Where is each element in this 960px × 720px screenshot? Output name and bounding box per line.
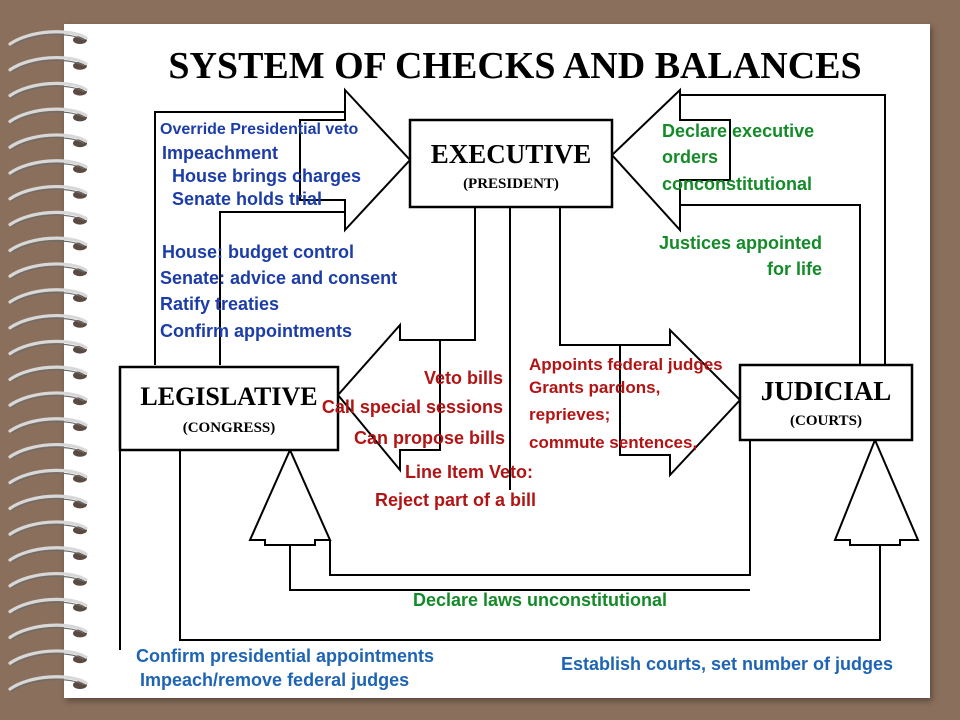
- spiral-binding: [8, 30, 88, 692]
- check-label: Justices appointed: [659, 233, 822, 253]
- arrow-legislative-to-executive: [299, 87, 412, 233]
- arrow-legislative-to-judicial: [833, 437, 920, 546]
- binding-ring: [8, 339, 88, 357]
- legislative-box: LEGISLATIVE (CONGRESS): [118, 365, 340, 452]
- executive-sub: (PRESIDENT): [463, 176, 559, 192]
- check-label: Grants pardons,: [529, 378, 660, 397]
- check-label: commute sentences,: [529, 433, 697, 452]
- legislative-name: LEGISLATIVE: [140, 382, 317, 411]
- check-label: Call special sessions: [322, 397, 503, 417]
- binding-ring: [8, 184, 88, 202]
- binding-ring: [8, 107, 88, 124]
- check-label: for life: [767, 259, 822, 279]
- check-label: Senate holds trial: [172, 189, 322, 209]
- judicial-on-executive-labels: Declare executive orders conconstitution…: [659, 121, 822, 279]
- check-label: reprieves;: [529, 405, 610, 424]
- binding-ring: [8, 442, 88, 460]
- executive-name: EXECUTIVE: [431, 139, 592, 169]
- binding-ring: [8, 391, 88, 408]
- arrow-judicial-to-executive: [610, 87, 731, 233]
- arrow-executive-to-legislative: [336, 322, 441, 473]
- binding-ring: [8, 546, 88, 563]
- binding-ring: [8, 468, 88, 486]
- judicial-name: JUDICIAL: [761, 376, 892, 406]
- check-label: Establish courts, set number of judges: [561, 654, 893, 674]
- binding-ring: [8, 597, 88, 615]
- check-label: Line Item Veto:: [405, 462, 533, 482]
- check-label: Declare executive: [662, 121, 814, 141]
- binding-ring: [8, 623, 88, 640]
- binding-ring: [8, 30, 88, 47]
- binding-ring: [8, 417, 88, 434]
- page-title: SYSTEM OF CHECKS AND BALANCES: [168, 45, 861, 87]
- executive-box: EXECUTIVE (PRESIDENT): [408, 118, 614, 209]
- check-label: Override Presidential veto: [160, 121, 359, 138]
- check-label: House brings charges: [172, 166, 361, 186]
- judicial-box: JUDICIAL (COURTS): [738, 363, 914, 442]
- binding-ring: [8, 675, 88, 692]
- check-label: Impeachment: [162, 143, 278, 163]
- binding-ring: [8, 313, 88, 331]
- binding-ring: [8, 159, 88, 176]
- legislative-sub: (CONGRESS): [183, 420, 276, 436]
- binding-ring: [8, 649, 88, 666]
- judicial-sub: (COURTS): [790, 413, 862, 429]
- binding-ring: [8, 262, 88, 279]
- check-label: House: budget control: [162, 242, 354, 262]
- binding-ring: [8, 236, 88, 253]
- binding-ring: [8, 81, 88, 99]
- binding-ring: [8, 288, 88, 305]
- check-label: conconstitutional: [662, 174, 812, 194]
- binding-ring: [8, 571, 88, 589]
- check-label: Veto bills: [424, 368, 503, 388]
- executive-on-judicial-labels: Appoints federal judges Grants pardons, …: [529, 355, 723, 452]
- binding-ring: [8, 520, 88, 537]
- legislative-on-executive-labels: Override Presidential veto Impeachment H…: [160, 121, 397, 341]
- check-label: Reject part of a bill: [375, 490, 536, 510]
- binding-ring: [8, 494, 88, 511]
- check-label: Impeach/remove federal judges: [140, 670, 409, 690]
- arrow-executive-to-judicial: [619, 327, 742, 478]
- check-label: Confirm presidential appointments: [136, 646, 434, 666]
- check-label: Appoints federal judges: [529, 355, 723, 374]
- executive-on-legislative-labels: Veto bills Call special sessions Can pro…: [322, 368, 536, 510]
- binding-ring: [8, 55, 88, 73]
- check-label: Can propose bills: [354, 428, 505, 448]
- arrow-judicial-to-legislative: [248, 447, 332, 546]
- check-label: Senate: advice and consent: [160, 268, 397, 288]
- binding-ring: [8, 133, 88, 150]
- binding-ring: [8, 210, 88, 228]
- check-label: Ratify treaties: [160, 294, 279, 314]
- binding-ring: [8, 365, 88, 382]
- judicial-on-legislative-label: Declare laws unconstitutional: [413, 590, 667, 610]
- check-label: Confirm appointments: [160, 321, 352, 341]
- check-label: orders: [662, 147, 718, 167]
